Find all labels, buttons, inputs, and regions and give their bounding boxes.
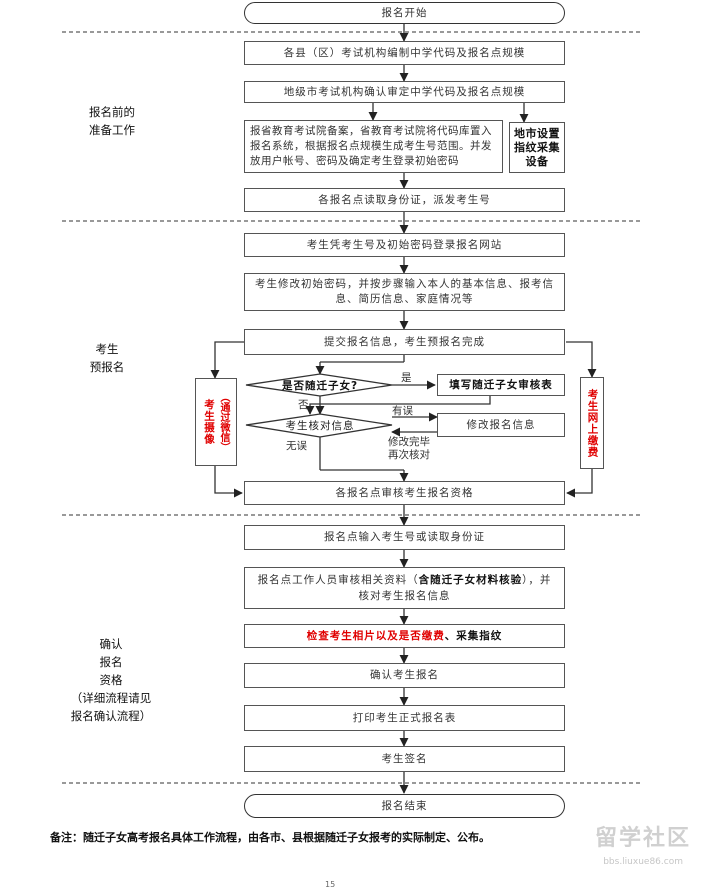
side-box-payment: 考生网上缴费	[580, 377, 604, 469]
step-print-form: 打印考生正式报名表	[244, 705, 565, 731]
step-check-photo-text-red: 检查考生相片以及是否缴费	[306, 629, 445, 642]
step-review-eligibility: 各报名点审核考生报名资格	[244, 481, 565, 505]
decision-branches	[305, 380, 491, 437]
watermark-logo: 留学社区	[594, 826, 691, 851]
decision-migrant-text: 是否随迁子女?	[281, 379, 359, 392]
step-enter-info: 考生修改初始密码，并按步骤输入本人的基本信息、报考信息、简历信息、家庭情况等	[244, 273, 565, 311]
step-modify-info: 修改报名信息	[437, 413, 565, 437]
section-label-prereg: 考生 预报名	[89, 342, 125, 374]
label-no-error: 无误	[286, 440, 307, 452]
decision-diamond-verify	[245, 413, 393, 438]
main-flow-arrows	[315, 22, 529, 794]
step-issue-exam-number: 各报名点读取身份证，派发考生号	[244, 188, 565, 212]
step-confirm-codes: 地级市考试机构确认审定中学代码及报名点规模	[244, 81, 565, 103]
step-check-photo-text-b: 、采集指纹	[444, 629, 503, 642]
side-loops	[210, 341, 597, 498]
label-yes: 是	[401, 372, 412, 384]
step-fill-migrant-form: 填写随迁子女审核表	[437, 374, 565, 396]
step-compile-codes: 各县（区）考试机构编制中学代码及报名点规模	[244, 41, 565, 65]
label-has-error: 有误	[392, 405, 413, 417]
end-terminal: 报名结束	[244, 794, 565, 818]
side-box-payment-text: 考生网上缴费	[586, 388, 599, 458]
decision-verify-text: 考生核对信息	[285, 419, 355, 432]
side-box-photo: 考生摄像 （通过微信）	[195, 378, 237, 466]
page-number: 15	[325, 880, 336, 889]
step-staff-review: 报名点工作人员审核相关资料（含随迁子女材料核验），并核对考生报名信息	[244, 567, 565, 609]
step-staff-review-text-b: 含随迁子女材料核验	[418, 574, 523, 586]
step-confirm-registration: 确认考生报名	[244, 663, 565, 688]
step-submit-prereg: 提交报名信息，考生预报名完成	[244, 329, 565, 355]
section-label-confirm: 确认 报名 资格 （详细流程请见 报名确认流程）	[70, 637, 152, 723]
side-box-photo-wechat: （通过微信）	[218, 392, 229, 452]
label-no: 否	[298, 399, 309, 411]
section-label-prep: 报名前的 准备工作	[89, 105, 135, 137]
start-terminal: 报名开始	[244, 2, 565, 24]
step-input-id: 报名点输入考生号或读取身份证	[244, 525, 565, 550]
label-recheck: 修改完毕 再次核对	[388, 436, 430, 461]
side-box-photo-text: 考生摄像	[203, 399, 215, 445]
step-fingerprint-device: 地市设置指纹采集设备	[509, 122, 565, 173]
step-login-website: 考生凭考生号及初始密码登录报名网站	[244, 233, 565, 257]
watermark-url: bbs.liuxue86.com	[603, 857, 683, 867]
step-staff-review-text-a: 报名点工作人员审核相关资料（	[257, 574, 419, 586]
step-file-with-exam-board: 报省教育考试院备案，省教育考试院将代码库置入报名系统，根据报名点规模生成考生号范…	[244, 120, 503, 173]
step-signature: 考生签名	[244, 746, 565, 772]
decision-diamond-migrant	[245, 373, 393, 397]
step-staff-review-text-c: ），并核对考生报名信息	[358, 574, 552, 602]
step-check-photo: 检查考生相片以及是否缴费、采集指纹	[244, 624, 565, 648]
footnote: 备注：随迁子女高考报名具体工作流程，由各市、县根据随迁子女报考的实际制定、公布。	[50, 831, 490, 844]
